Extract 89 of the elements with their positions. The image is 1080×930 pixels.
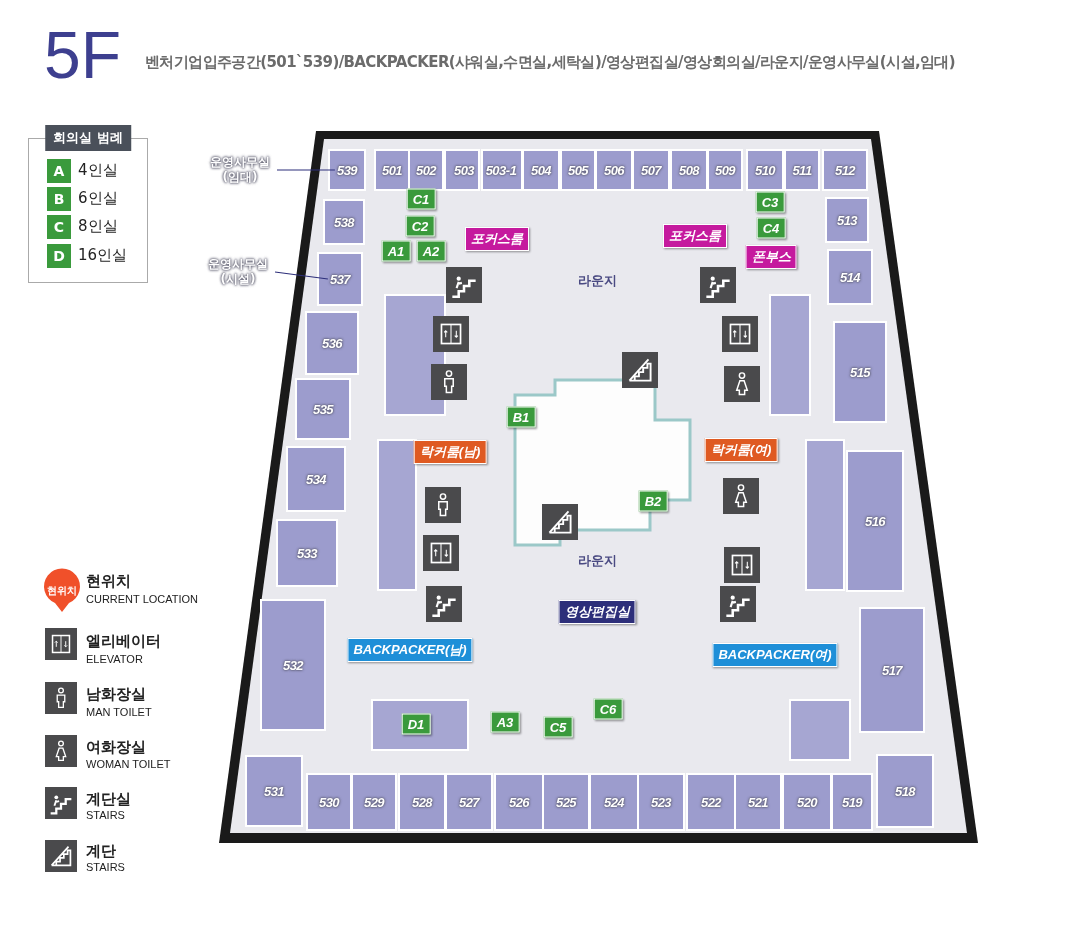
map-key-text: 여화장실 bbox=[86, 738, 146, 757]
room-label: C6 bbox=[593, 698, 623, 720]
room-label: 락커룸(남) bbox=[413, 440, 487, 464]
room-number: 513 bbox=[836, 212, 858, 228]
room-label: 포커스룸 bbox=[465, 227, 529, 251]
room-label: A2 bbox=[416, 240, 446, 262]
room-label: BACKPACKER(남) bbox=[347, 638, 473, 662]
room-number: 530 bbox=[318, 794, 340, 810]
legend-label: 6인실 bbox=[78, 189, 118, 208]
room-number: 520 bbox=[796, 794, 818, 810]
map-key-text: CURRENT LOCATION bbox=[86, 593, 199, 605]
legend-label: 8인실 bbox=[78, 217, 118, 236]
room-label: 영상편집실 bbox=[558, 600, 636, 624]
map-key-text: 계단실 bbox=[86, 790, 131, 809]
room-number: 516 bbox=[864, 513, 886, 529]
subtitle: 벤처기업입주공간(501`539)/BACKPACKER(샤워실,수면실,세탁실)/영상편집실/영상회의실/라운지/운영사무실(시설,임대) bbox=[145, 53, 956, 72]
room-number: 536 bbox=[321, 335, 343, 351]
room-number: 502 bbox=[415, 162, 437, 178]
room-label: C2 bbox=[405, 215, 435, 237]
room-number: 518 bbox=[894, 783, 916, 799]
room-number: 527 bbox=[458, 794, 480, 810]
area-name: 라운지 bbox=[577, 272, 617, 290]
legend-letter: D bbox=[47, 244, 71, 268]
room-label: C1 bbox=[406, 188, 436, 210]
room-number: 519 bbox=[841, 794, 863, 810]
room-number: 531 bbox=[263, 783, 285, 799]
room-number: 511 bbox=[792, 162, 812, 178]
map-key-text: STAIRS bbox=[86, 861, 125, 873]
floor-title: 5F bbox=[44, 22, 122, 88]
room-number: 528 bbox=[411, 794, 433, 810]
legend-label: 4인실 bbox=[78, 161, 118, 180]
room-label: C5 bbox=[543, 716, 573, 738]
pin-label: 현위치 bbox=[47, 584, 77, 598]
legend-letter: A bbox=[47, 159, 71, 183]
leader-line bbox=[274, 271, 329, 280]
room-label: 포커스룸 bbox=[663, 224, 727, 248]
room-number: 532 bbox=[282, 657, 304, 673]
room-number: 522 bbox=[700, 794, 722, 810]
room-number: 526 bbox=[508, 794, 530, 810]
room-number: 533 bbox=[296, 545, 318, 561]
room-number: 537 bbox=[329, 271, 351, 287]
room-number: 508 bbox=[678, 162, 700, 178]
room-label: 폰부스 bbox=[745, 245, 797, 269]
room-number: 503 bbox=[453, 162, 475, 178]
room-number: 507 bbox=[640, 162, 662, 178]
map-key-text: 남화장실 bbox=[86, 685, 146, 704]
legend-letter: C bbox=[47, 215, 71, 239]
room-number: 510 bbox=[754, 162, 776, 178]
room-number: 529 bbox=[363, 794, 385, 810]
room-number: 505 bbox=[567, 162, 589, 178]
room-label: D1 bbox=[401, 713, 431, 735]
room-number: 524 bbox=[603, 794, 625, 810]
room-number: 523 bbox=[650, 794, 672, 810]
map-key-text: STAIRS bbox=[86, 809, 125, 821]
room-label: A1 bbox=[381, 240, 411, 262]
room-number: 515 bbox=[849, 364, 871, 380]
room-number: 509 bbox=[714, 162, 736, 178]
legend-letter: B bbox=[47, 187, 71, 211]
map-key-text: ELEVATOR bbox=[86, 653, 143, 665]
map-key-text: MAN TOILET bbox=[86, 706, 152, 718]
map-key-text: 현위치 bbox=[86, 572, 131, 591]
map-key-text: 계단 bbox=[86, 842, 116, 861]
room-number: 521 bbox=[747, 794, 769, 810]
room-label: C3 bbox=[755, 191, 785, 213]
room-label: B2 bbox=[638, 490, 668, 512]
callout-label: 운영사무실 (임대) bbox=[205, 155, 275, 185]
room-number: 517 bbox=[881, 662, 903, 678]
map-key-text: WOMAN TOILET bbox=[86, 758, 171, 770]
legend-heading: 회의실 범례 bbox=[45, 125, 131, 151]
callout-label: 운영사무실 (시설) bbox=[203, 257, 273, 287]
room-number: 514 bbox=[839, 269, 861, 285]
room-label: A3 bbox=[490, 711, 520, 733]
room-label: B1 bbox=[506, 406, 536, 428]
map-key-text: 엘리베이터 bbox=[86, 632, 161, 651]
leader-line bbox=[276, 169, 336, 171]
room-number: 534 bbox=[305, 471, 327, 487]
room-number: 538 bbox=[333, 214, 355, 230]
legend-label: 16인실 bbox=[78, 246, 128, 265]
room-number: 503-1 bbox=[485, 162, 517, 178]
room-number: 501 bbox=[381, 162, 403, 178]
room-number: 504 bbox=[530, 162, 552, 178]
room-label: 락커룸(여) bbox=[704, 438, 778, 462]
room-number: 535 bbox=[312, 401, 334, 417]
room-number: 506 bbox=[603, 162, 625, 178]
room-label: BACKPACKER(여) bbox=[712, 643, 838, 667]
area-name: 라운지 bbox=[577, 552, 617, 570]
room-number: 525 bbox=[555, 794, 577, 810]
room-label: C4 bbox=[756, 217, 786, 239]
room-number: 512 bbox=[834, 162, 856, 178]
